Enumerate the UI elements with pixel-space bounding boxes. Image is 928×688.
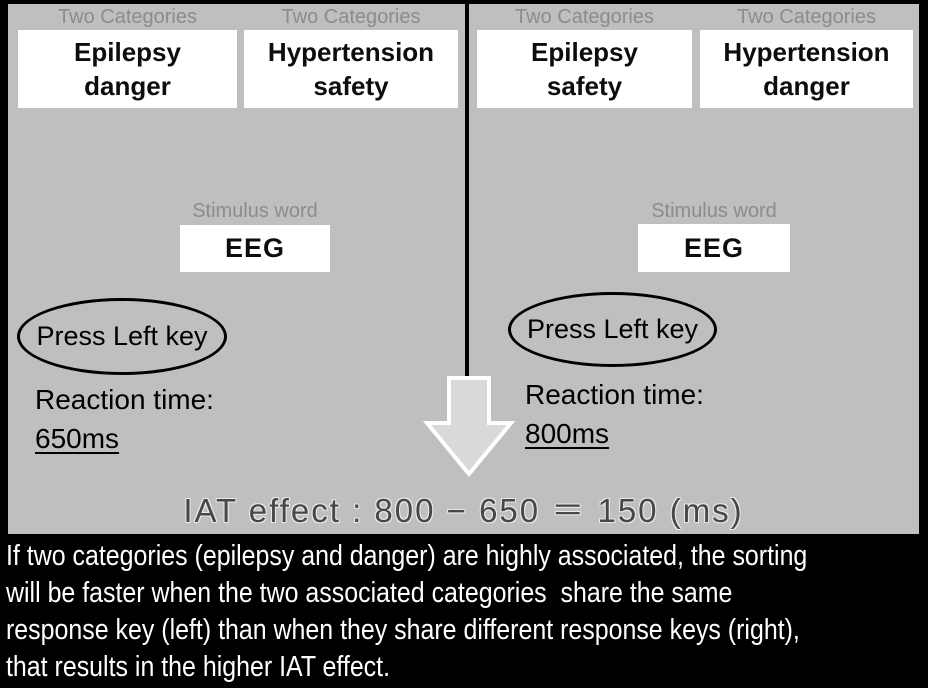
caption-line-3: response key (left) than when they share… xyxy=(6,614,800,646)
stimulus-word: EEG xyxy=(683,232,745,263)
press-key-text: Press Left key xyxy=(36,321,208,351)
press-key-ellipse-left: Press Left key xyxy=(17,298,227,375)
stimulus-word: EEG xyxy=(224,233,286,263)
stimulus-label-left: Stimulus word xyxy=(192,200,318,222)
category-box-line: Hypertension xyxy=(723,37,890,67)
reaction-time-left: Reaction time: 650ms xyxy=(35,380,214,458)
reaction-time-right: Reaction time: 800ms xyxy=(525,375,704,453)
category-box-epilepsy-safety: Epilepsy safety xyxy=(477,30,692,108)
category-box-line: Epilepsy xyxy=(531,37,638,67)
panel-divider-line xyxy=(465,4,469,381)
figure-caption: If two categories (epilepsy and danger) … xyxy=(0,534,928,688)
category-label-left-1: Two Categories xyxy=(58,6,197,28)
category-box-line: danger xyxy=(84,71,171,101)
reaction-time-label: Reaction time: xyxy=(35,384,214,415)
diagram-panel: Two Categories Two Categories Epilepsy d… xyxy=(8,4,919,534)
stimulus-box-left: EEG xyxy=(180,225,330,272)
caption-line-2: will be faster when the two associated c… xyxy=(6,577,733,609)
caption-line-4: that results in the higher IAT effect. xyxy=(6,651,391,683)
iat-effect-formula: IAT effect : 800 − 650 ＝ 150 (ms) xyxy=(183,492,744,529)
stimulus-box-right: EEG xyxy=(638,224,790,272)
category-label-right-2: Two Categories xyxy=(737,6,876,28)
reaction-time-value: 800ms xyxy=(525,418,610,449)
arrow-down-icon xyxy=(423,376,515,478)
press-key-ellipse-right: Press Left key xyxy=(508,292,717,367)
category-box-line: Epilepsy xyxy=(74,37,181,67)
press-key-text: Press Left key xyxy=(526,314,699,344)
category-box-line: safety xyxy=(313,71,389,101)
stimulus-label-right: Stimulus word xyxy=(651,200,777,222)
category-box-line: danger xyxy=(763,71,850,101)
category-label-right-1: Two Categories xyxy=(515,6,654,28)
caption-line-1: If two categories (epilepsy and danger) … xyxy=(6,540,808,572)
category-box-line: Hypertension xyxy=(267,37,435,67)
reaction-time-value: 650ms xyxy=(35,423,120,454)
reaction-time-label: Reaction time: xyxy=(525,379,704,410)
category-box-line: safety xyxy=(546,71,623,101)
category-box-hypertension-safety: Hypertension safety xyxy=(244,30,458,108)
category-box-hypertension-danger: Hypertension danger xyxy=(700,30,913,108)
category-label-left-2: Two Categories xyxy=(281,6,421,28)
category-box-epilepsy-danger: Epilepsy danger xyxy=(18,30,237,108)
